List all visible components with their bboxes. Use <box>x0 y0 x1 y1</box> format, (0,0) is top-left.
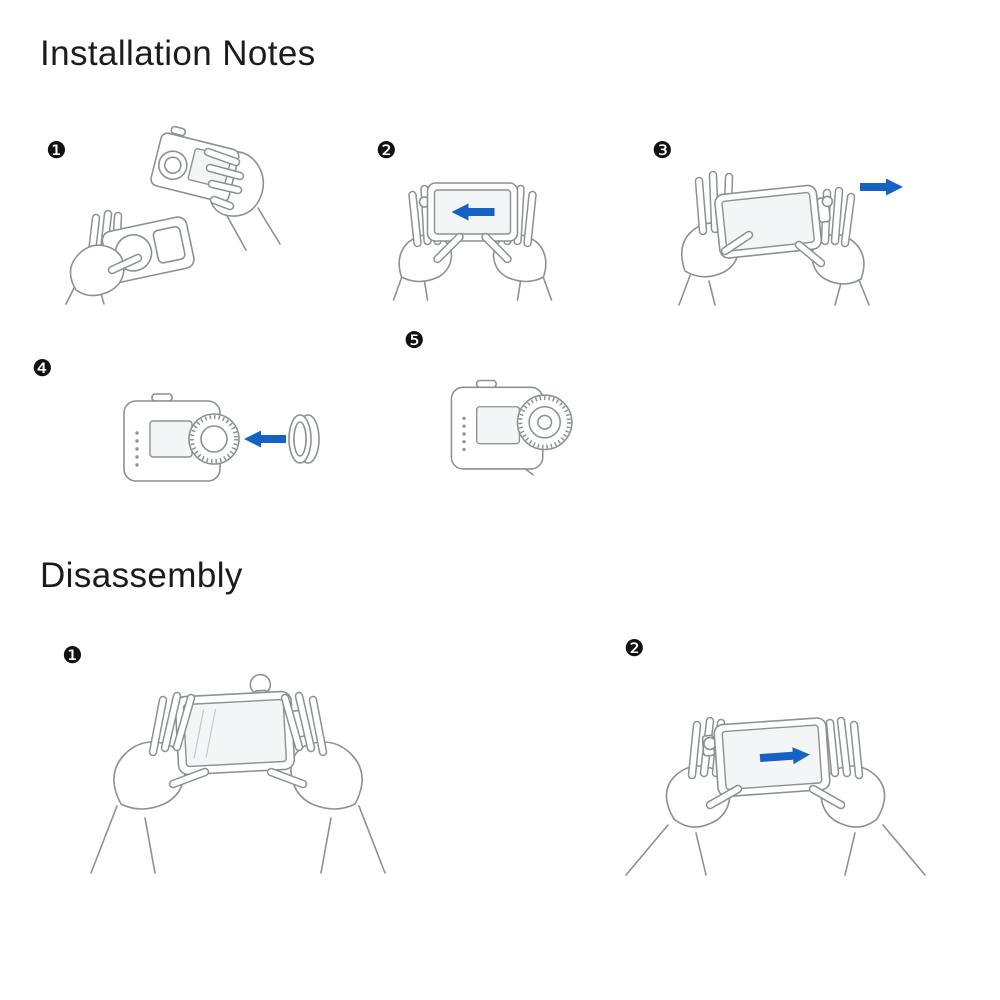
filter-installed-drawing <box>450 379 573 476</box>
frame-with-camera <box>174 673 306 776</box>
install-step-5-number: ❺ <box>404 328 425 354</box>
place-camera-into-frame-drawing <box>65 125 281 305</box>
forearms <box>90 805 386 874</box>
lens-with-filter <box>516 394 573 451</box>
arrow-right-icon <box>759 747 810 765</box>
lens-ring <box>188 413 240 465</box>
forearms <box>625 824 926 876</box>
disassembly-step-1-illustration <box>55 648 420 874</box>
install-step-1-illustration <box>50 112 285 307</box>
install-step-3-illustration <box>645 145 910 306</box>
install-step-3-number: ❸ <box>652 138 673 164</box>
installation-notes-title: Installation Notes <box>40 34 316 73</box>
latch-right-drawing <box>678 170 903 306</box>
install-step-5-illustration <box>432 362 602 502</box>
install-step-2-number: ❷ <box>376 138 397 164</box>
frame <box>701 717 831 798</box>
install-step-4-illustration <box>100 375 345 505</box>
thumbs <box>168 767 308 789</box>
install-step-4-number: ❹ <box>32 356 53 382</box>
disassembly-step-2-number: ❷ <box>624 636 645 662</box>
thumbs <box>433 232 512 264</box>
install-step-2-illustration <box>365 145 580 301</box>
attach-filter-drawing <box>123 393 320 482</box>
slide-lock-left-drawing <box>392 182 553 301</box>
right-hand-fingers <box>203 147 245 211</box>
left-hand-palm <box>69 244 143 297</box>
arrow-right-icon <box>860 178 903 196</box>
disassembly-title: Disassembly <box>40 556 243 595</box>
arrow-left-icon <box>451 203 495 221</box>
camera-body <box>450 379 544 476</box>
disassembly-step-2-illustration <box>598 685 953 876</box>
thumbs <box>720 230 826 268</box>
arrow-left-icon <box>244 430 286 448</box>
slide-lock-right-drawing <box>625 716 926 876</box>
grip-frame-drawing <box>90 673 386 874</box>
thumbs <box>705 784 846 810</box>
disassembly-step-1-number: ❶ <box>62 643 83 669</box>
filter-disc <box>288 414 320 464</box>
install-step-1-number: ❶ <box>46 138 67 164</box>
fingers-over-frame <box>148 691 328 757</box>
